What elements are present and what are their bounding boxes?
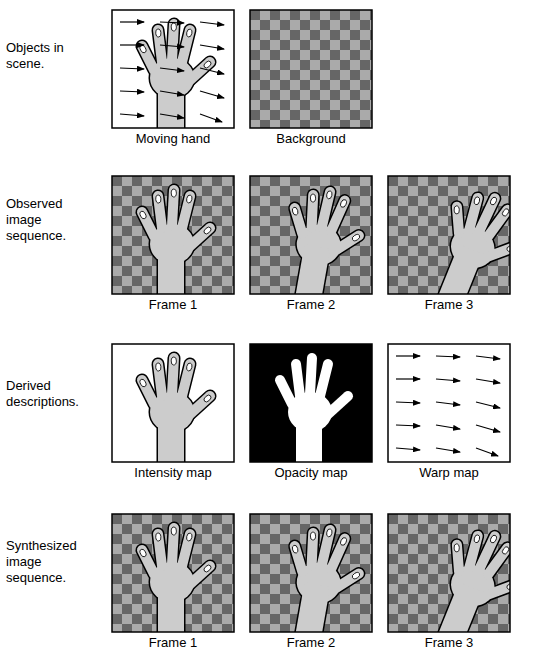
row-label: Observed image sequence. xyxy=(6,196,98,244)
image-panel: Frame 3 xyxy=(388,176,510,313)
panel-caption: Frame 1 xyxy=(112,297,234,313)
moving-hand-panel xyxy=(112,10,234,140)
panel-caption: Frame 1 xyxy=(112,635,234,651)
panel-caption: Frame 3 xyxy=(388,635,510,651)
image-panel: Frame 2 xyxy=(250,514,372,651)
panel-caption: Background xyxy=(250,131,372,147)
panel-caption: Frame 3 xyxy=(388,297,510,313)
image-panel: Moving hand xyxy=(112,10,234,147)
image-panel: Opacity map xyxy=(250,344,372,481)
panel-caption: Intensity map xyxy=(112,465,234,481)
image-panel: Frame 3 xyxy=(388,514,510,651)
panel-caption: Warp map xyxy=(388,465,510,481)
frame-panel xyxy=(250,514,372,651)
background-panel xyxy=(250,10,372,128)
frame-panel xyxy=(112,176,234,306)
panel-caption: Opacity map xyxy=(250,465,372,481)
panel-caption: Frame 2 xyxy=(250,635,372,651)
frame-panel xyxy=(388,176,531,320)
image-panel: Frame 1 xyxy=(112,514,234,651)
image-panel: Frame 1 xyxy=(112,176,234,313)
image-panel: Intensity map xyxy=(112,344,234,481)
row-label: Derived descriptions. xyxy=(6,378,98,410)
panel-caption: Frame 2 xyxy=(250,297,372,313)
image-panel: Frame 2 xyxy=(250,176,372,313)
warp-map-panel xyxy=(388,344,510,462)
frame-panel xyxy=(250,176,372,313)
row-label: Objects in scene. xyxy=(6,40,98,72)
opacity-map-panel xyxy=(250,344,372,474)
panel-caption: Moving hand xyxy=(112,131,234,147)
image-panel: Background xyxy=(250,10,372,147)
frame-panel xyxy=(112,514,234,644)
frame-panel xyxy=(388,514,531,658)
intensity-map-panel xyxy=(112,344,234,474)
row-label: Synthesized image sequence. xyxy=(6,538,98,586)
image-panel: Warp map xyxy=(388,344,510,481)
